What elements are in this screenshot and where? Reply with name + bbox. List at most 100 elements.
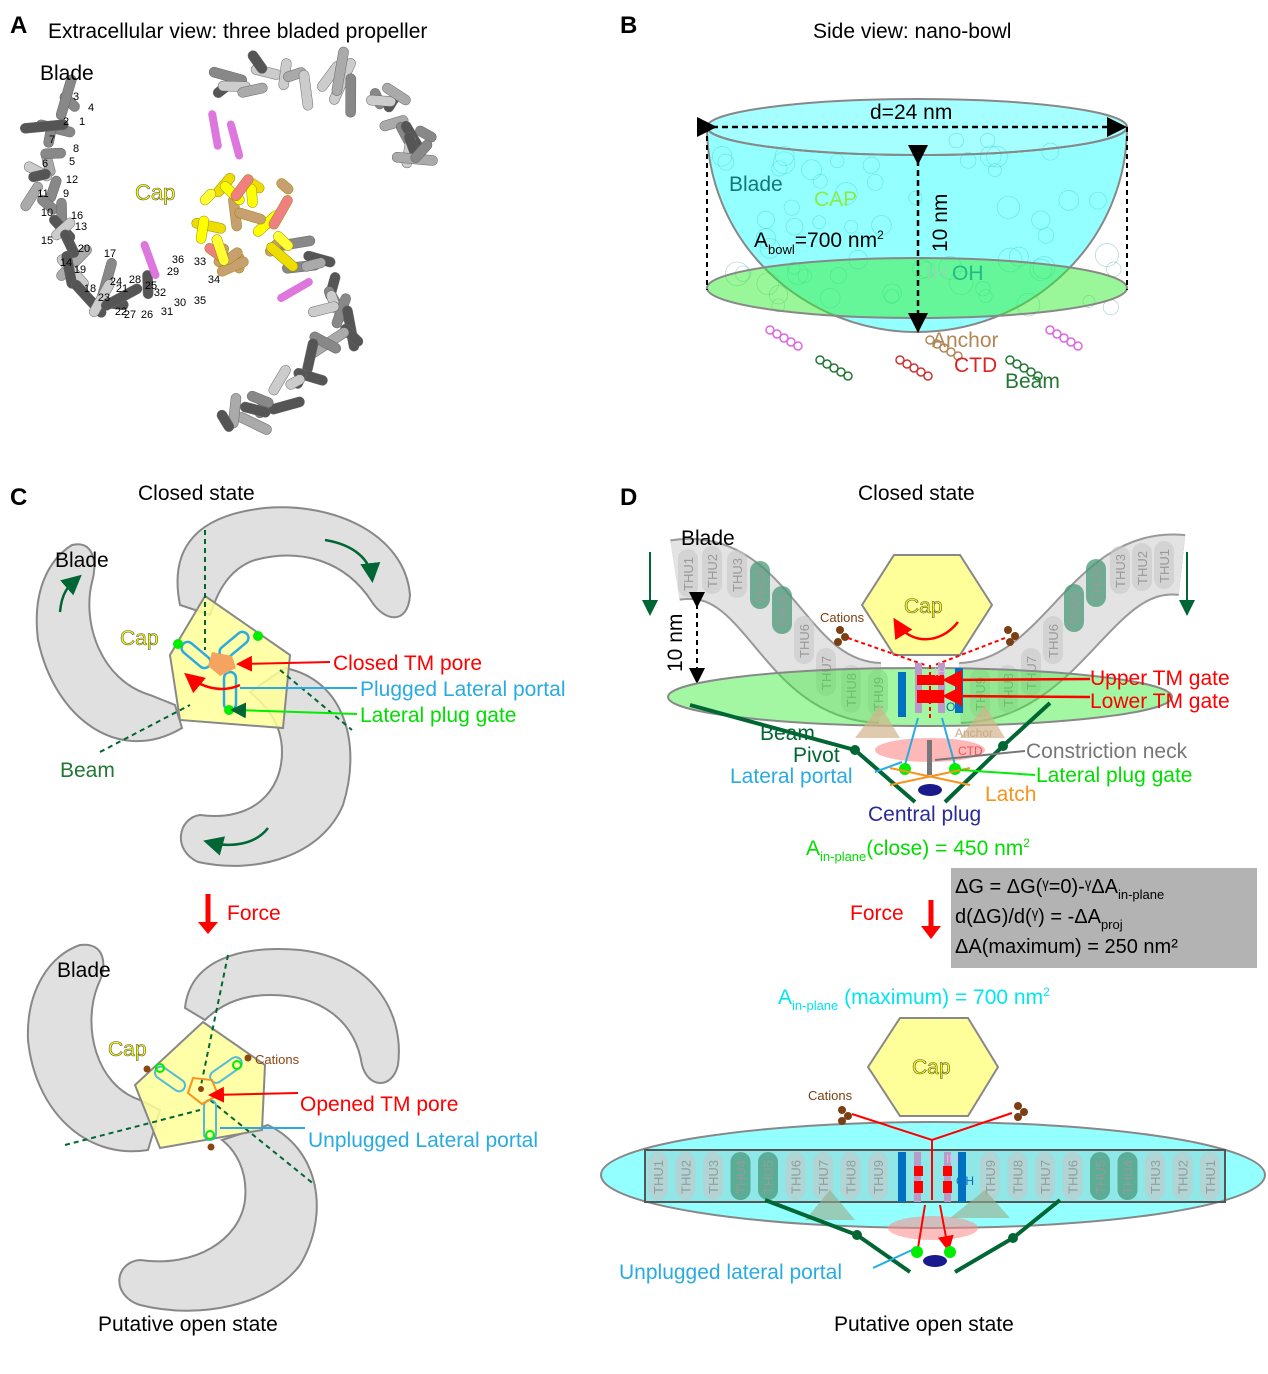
thu-label: THU1 [1157,549,1172,583]
thu-unit [785,1152,806,1200]
thu-unit [816,648,836,696]
thu-label: THU1 [1203,1160,1218,1194]
helix-coil [939,343,949,353]
panel-b: B Side view: nano-bowl d=24 nm Blade CAP… [620,12,1128,393]
helix-number: 34 [208,274,220,286]
helix-coil [772,329,782,339]
thu-label: THU2 [679,1160,694,1194]
ion-exit-arrows [917,1204,948,1248]
protein-texture [834,182,858,205]
thu-unit [730,1152,751,1200]
panel-a-letter: A [10,12,27,39]
cap-rotation-arrow [184,672,241,694]
unplugged-portal-pointer-d [872,1249,913,1269]
open-propeller [26,943,400,1312]
cap-helix [195,215,210,244]
thu-label: THU5 [761,1160,776,1194]
thu-unit [813,1152,833,1200]
cap-rotation-arrow-d [893,617,959,641]
panel-b-letter: B [620,12,637,39]
protein-texture [759,238,781,259]
thu-label: THU2 [705,554,720,588]
panel-d-force-label: Force [850,902,904,925]
beam-line-left [99,704,191,753]
panel-a-blade-label: Blade [40,62,94,85]
blade-bottom-open [118,1123,318,1312]
pivot-right [998,741,1008,751]
protein-texture [1058,190,1080,211]
helix-number: 31 [161,306,173,318]
panel-c-open-cap-label: Cap [108,1038,147,1061]
protein-texture [871,215,892,236]
bowl-height-label: 10 nm [929,194,952,252]
helix-coil [779,333,789,343]
equation-1: ΔG = ΔG(ᵞ=0)-ᵞΔAin-plane [955,876,1164,902]
panel-d-blade-label: Blade [681,527,735,550]
plug-gate-1 [173,639,183,649]
cation-dot-center [198,1086,204,1092]
protein-texture [801,159,822,181]
helix-number: 29 [167,266,179,278]
open-lower-gate-left [914,1181,923,1193]
helix-number: 28 [129,274,141,286]
thu-unit [678,549,698,597]
protein-structure-cartoon [20,46,438,435]
helix-coil [909,363,919,373]
panel-d-plug-gate-label: Lateral plug gate [1036,764,1192,787]
oh-helix-left [898,672,906,717]
thu-unit [758,1152,778,1200]
bowl-area-label: Abowl=700 nm2 [754,228,884,257]
helix-number: 8 [73,143,79,155]
rotation-arrow-left [58,574,82,613]
thu-label: THU1 [651,1160,666,1194]
plug-gate-pointer-d [959,769,1036,776]
thu-unit [998,665,1018,713]
helix-cylinder [60,229,80,258]
thu-label: THU4 [753,569,768,603]
helix-cylinder [379,115,409,132]
open-oh-label: OH [956,1174,974,1188]
open-plug-gate-3 [205,1130,215,1140]
open-pivot-right [1008,1233,1018,1243]
thu-unit [1043,616,1063,664]
open-plug-gate-left [911,1246,923,1258]
thu-unit [1154,541,1174,589]
helix-coil [932,339,942,349]
thu-unit [1035,1152,1055,1200]
protein-texture [1089,191,1107,210]
helix-number: 27 [124,309,136,321]
helix-coil [815,355,825,365]
helix-number: 12 [66,174,78,186]
helix-number: 25 [145,280,157,292]
helix-coil [836,367,846,377]
cap-helix [211,234,230,266]
helix-cylinder [345,73,357,118]
helix-coil [916,367,926,377]
helix-coil [1026,367,1036,377]
protein-texture [844,219,858,234]
helix-coil [829,363,839,373]
helix-coil [765,325,775,335]
thu-label: THU7 [819,656,834,690]
helix-cylinder [268,365,291,396]
helix-cylinder [55,74,77,121]
thu-label: THU8 [844,1160,859,1194]
protein-texture [862,156,880,174]
force-arrow-d-head [921,926,941,939]
protein-texture [755,228,777,249]
protein-texture [1095,243,1119,267]
plug-gate-label: Lateral plug gate [360,704,516,727]
helix-coil [923,371,933,381]
thu-unit [750,561,770,609]
thu-unit [1021,648,1041,696]
helix-number: 2 [63,116,69,128]
protein-texture [717,153,735,171]
helix-cylinder [298,69,314,111]
open-beam-line-right [209,1099,316,1186]
beam-line-right [279,669,353,731]
thu-label: THU7 [1038,1160,1053,1194]
latch-label: Latch [985,783,1036,806]
ctd-label: CTD [954,354,997,377]
